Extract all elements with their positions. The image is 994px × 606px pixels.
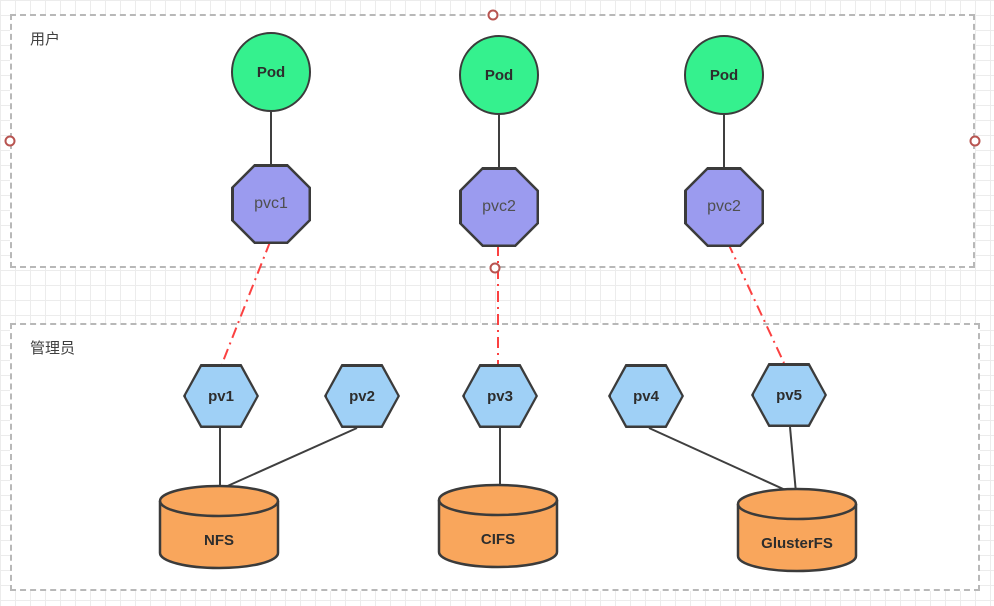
node-pv-5-label: pv5 (776, 386, 802, 404)
octagon-shape: pvc1 (233, 166, 309, 242)
node-pod-3[interactable]: Pod (684, 35, 764, 115)
node-pvc-2-label: pvc2 (482, 198, 516, 215)
edge-pvc3-pv5[interactable] (727, 242, 785, 364)
group-admins-label: 管理员 (30, 340, 76, 357)
node-pod-1-label: Pod (256, 63, 286, 81)
edge-pv5-glusterfs[interactable] (789, 426, 797, 494)
node-pv-2-label: pv2 (349, 387, 375, 405)
hexagon-shape: pv5 (753, 365, 825, 425)
connection-point-left[interactable] (4, 135, 16, 147)
node-pv-3[interactable]: pv3 (462, 364, 538, 428)
node-pod-1[interactable]: Pod (231, 32, 311, 112)
edge-pvc1-pv1[interactable] (221, 241, 271, 365)
connection-point-bottom[interactable] (489, 262, 501, 274)
node-pv-2[interactable]: pv2 (324, 364, 400, 428)
cylinder-shape (437, 483, 559, 569)
cylinder-shape (736, 487, 858, 573)
node-storage-cifs[interactable]: CIFS (437, 483, 559, 571)
node-pod-2-label: Pod (484, 66, 514, 84)
node-pvc-3[interactable]: pvc2 (684, 167, 764, 247)
hexagon-shape: pv3 (464, 366, 536, 426)
hexagon-shape: pv2 (326, 366, 398, 426)
cylinder-shape (158, 484, 280, 570)
node-pv-5[interactable]: pv5 (751, 363, 827, 427)
octagon-shape: pvc2 (686, 169, 762, 245)
connection-point-right[interactable] (969, 135, 981, 147)
octagon-shape: pvc2 (461, 169, 537, 245)
node-storage-nfs[interactable]: NFS (158, 484, 280, 572)
hexagon-shape: pv4 (610, 366, 682, 426)
group-users-label: 用户 (30, 31, 61, 48)
edge-pv2-nfs[interactable] (222, 427, 358, 489)
node-pv-3-label: pv3 (487, 387, 513, 405)
node-pvc-1-label: pvc1 (254, 195, 288, 212)
node-pvc-2[interactable]: pvc2 (459, 167, 539, 247)
node-pv-1[interactable]: pv1 (183, 364, 259, 428)
connection-point-top[interactable] (487, 9, 499, 21)
node-pod-3-label: Pod (709, 66, 739, 84)
node-storage-nfs-label: NFS (204, 532, 234, 549)
node-storage-cifs-label: CIFS (480, 531, 516, 548)
edge-pv4-glusterfs[interactable] (648, 427, 793, 494)
node-storage-glusterfs[interactable]: GlusterFS (736, 487, 858, 575)
node-pvc-3-label: pvc2 (707, 198, 741, 215)
node-pv-4-label: pv4 (633, 387, 659, 405)
node-pvc-1[interactable]: pvc1 (231, 164, 311, 244)
node-pv-1-label: pv1 (208, 387, 234, 405)
node-pod-2[interactable]: Pod (459, 35, 539, 115)
hexagon-shape: pv1 (185, 366, 257, 426)
node-storage-glusterfs-label: GlusterFS (761, 535, 833, 552)
node-pv-4[interactable]: pv4 (608, 364, 684, 428)
